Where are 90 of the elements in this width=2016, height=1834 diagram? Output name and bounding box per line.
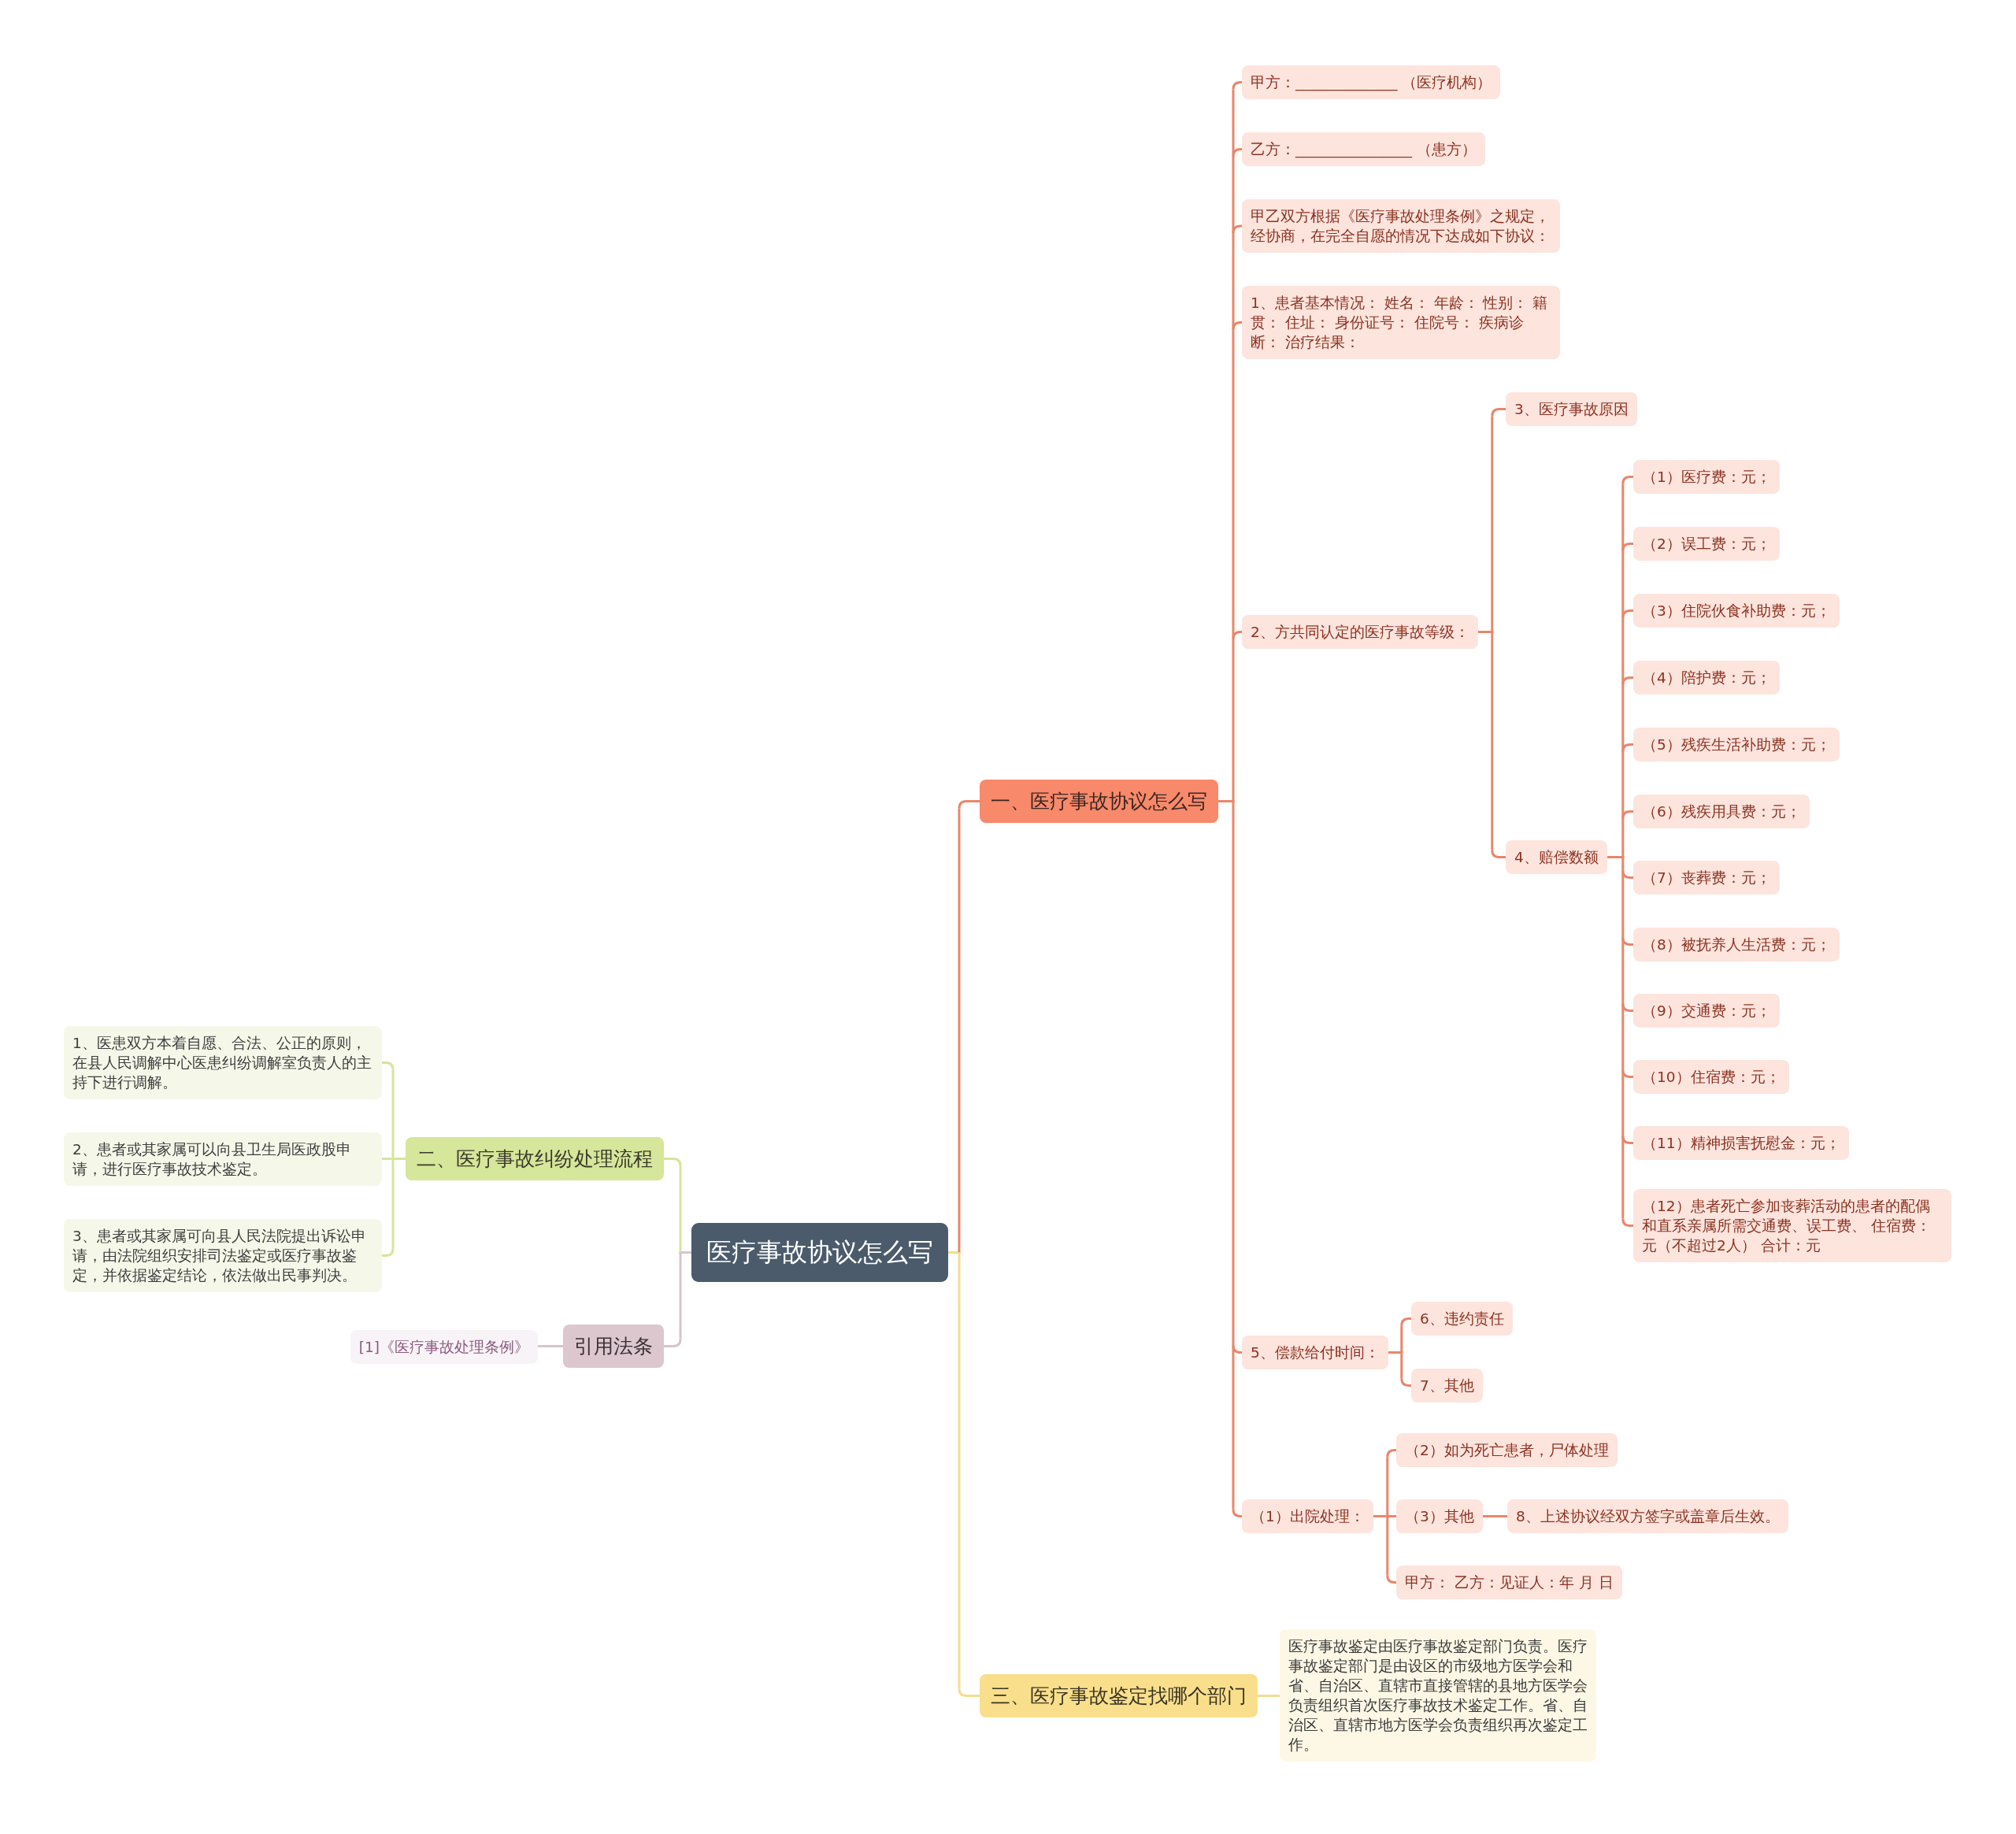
- connector-line: [1232, 1345, 1242, 1354]
- subtopic-box: 2、方共同认定的医疗事故等级：: [1242, 615, 1478, 649]
- connector-line: [1386, 1575, 1396, 1584]
- subtopic-box: （12）患者死亡参加丧葬活动的患者的配偶和直系亲属所需交通费、误工费、 住宿费：元（不超过2人） 合计：元: [1633, 1189, 1951, 1262]
- connector-line: [1491, 408, 1506, 417]
- connector-line: [679, 1252, 682, 1339]
- connector-line: [1400, 1325, 1403, 1353]
- connector-line: [1232, 321, 1242, 330]
- subtopic-box: （5）残疾生活补助费：元；: [1633, 728, 1840, 761]
- connector-line: [1621, 484, 1625, 858]
- connector-line: [1232, 89, 1235, 802]
- connector-line: [382, 1158, 393, 1160]
- subtopic-box: （3）住院伙食补助费：元；: [1633, 594, 1840, 628]
- connector-line: [391, 1158, 395, 1249]
- subtopic-box: 甲乙双方根据《医疗事故处理条例》之规定，经协商，在完全自愿的情况下达成如下协议：: [1242, 199, 1560, 253]
- subtopic-box: 1、医患双方本着自愿、合法、公正的原则，在县人民调解中心医患纠纷调解室负责人的主持下进行调解。: [64, 1026, 382, 1099]
- connector-line: [679, 1165, 682, 1253]
- branch-topic-box: 引用法条: [563, 1325, 664, 1368]
- connector-line: [1232, 224, 1242, 234]
- subtopic-box: 3、医疗事故原因: [1506, 392, 1637, 426]
- subtopic-box: （11）精神损害抚慰金：元；: [1633, 1126, 1849, 1160]
- connector-line: [538, 1345, 563, 1347]
- branch-topic-box: 一、医疗事故协议怎么写: [980, 780, 1218, 823]
- connector-line: [1232, 801, 1235, 1510]
- connector-line: [1621, 857, 1625, 1219]
- connector-line: [1491, 416, 1494, 632]
- subtopic-box: 1、患者基本情况： 姓名： 年龄： 性别： 籍贯： 住址： 身份证号： 住院号： 疾病诊断： 治疗结果：: [1242, 286, 1560, 359]
- branch-topic-box: 三、医疗事故鉴定找哪个部门: [980, 1674, 1258, 1717]
- connector-line: [1232, 631, 1242, 639]
- subtopic-box: （7）丧葬费：元；: [1633, 861, 1780, 895]
- connector-line: [1218, 800, 1235, 802]
- subtopic-box: （2）误工费：元；: [1633, 527, 1780, 561]
- connector-line: [1232, 148, 1242, 157]
- connector-line: [1621, 609, 1633, 618]
- connector-line: [1621, 476, 1633, 484]
- connector-line: [382, 1248, 395, 1257]
- connector-line: [1232, 81, 1242, 90]
- connector-line: [1386, 1449, 1396, 1458]
- subtopic-box: 2、患者或其家属可以向县卫生局医政股申请，进行医疗事故技术鉴定。: [64, 1132, 382, 1186]
- connector-line: [1400, 1378, 1411, 1387]
- connector-line: [1621, 870, 1633, 879]
- connector-line: [664, 1339, 682, 1347]
- connector-line: [1621, 1218, 1633, 1227]
- subtopic-box: 甲方： 乙方：见证人：年 月 日: [1396, 1565, 1622, 1599]
- subtopic-box: （9）交通费：元；: [1633, 994, 1780, 1028]
- subtopic-box: 3、患者或其家属可向县人民法院提出诉讼申请，由法院组织安排司法鉴定或医疗事故鉴定，并依据鉴定结论，依法做出民事判决。: [64, 1219, 382, 1292]
- connector-line: [1621, 743, 1633, 752]
- subtopic-box: （1）出院处理：: [1242, 1499, 1373, 1533]
- connector-line: [391, 1069, 395, 1159]
- subtopic-box: 4、赔偿数额: [1506, 840, 1607, 874]
- connector-line: [1491, 632, 1494, 850]
- connector-line: [1621, 676, 1633, 685]
- connector-line: [1386, 1457, 1389, 1517]
- connector-line: [958, 1252, 961, 1689]
- connector-line: [1621, 1003, 1633, 1012]
- subtopic-box: 5、偿款给付时间：: [1242, 1336, 1388, 1369]
- subtopic-box: 医疗事故鉴定由医疗事故鉴定部门负责。医疗事故鉴定部门是由设区的市级地方医学会和省、自治区、直辖市直接管辖的县地方医学会负责组织首次医疗事故技术鉴定工作。省、自治区、直辖市地方医学会负责组织再次鉴定工作。: [1280, 1629, 1596, 1762]
- connector-line: [1621, 1136, 1633, 1144]
- connector-line: [958, 808, 961, 1253]
- connector-line: [1621, 937, 1633, 946]
- connector-line: [1400, 1352, 1403, 1379]
- subtopic-box: （8）被抚养人生活费：元；: [1633, 928, 1840, 961]
- connector-line: [1258, 1695, 1280, 1697]
- connector-line: [1386, 1516, 1389, 1576]
- connector-line: [664, 1158, 682, 1166]
- connector-line: [1621, 810, 1633, 819]
- subtopic-box: 6、违约责任: [1411, 1302, 1513, 1336]
- subtopic-box: （1）医疗费：元；: [1633, 460, 1780, 494]
- subtopic-box: （6）残疾用具费：元；: [1633, 795, 1810, 828]
- connector-line: [382, 1061, 395, 1070]
- connector-line: [1232, 1509, 1242, 1517]
- subtopic-box: （2）如为死亡患者，尸体处理: [1396, 1433, 1618, 1467]
- connector-line: [1491, 850, 1506, 858]
- subtopic-box: 7、其他: [1411, 1369, 1483, 1402]
- connector-line: [1400, 1317, 1411, 1326]
- connector-line: [1482, 1515, 1507, 1517]
- subtopic-box: [1]《医疗事故处理条例》: [350, 1330, 538, 1364]
- subtopic-box: （10）住宿费：元；: [1633, 1060, 1789, 1094]
- connector-line: [958, 800, 980, 809]
- connector-line: [1621, 1069, 1633, 1078]
- connector-line: [1621, 543, 1633, 551]
- subtopic-box: 8、上述协议经双方签字或盖章后生效。: [1507, 1499, 1788, 1533]
- connector-line: [1387, 1515, 1396, 1517]
- branch-topic-box: 二、医疗事故纠纷处理流程: [406, 1137, 664, 1180]
- subtopic-box: 甲方：______________ （医疗机构）: [1242, 65, 1501, 99]
- central-topic-box: 医疗事故协议怎么写: [691, 1223, 948, 1282]
- subtopic-box: （3）其他: [1396, 1499, 1483, 1533]
- subtopic-box: （4）陪护费：元；: [1633, 661, 1780, 695]
- subtopic-box: 乙方：________________ （患方）: [1242, 132, 1485, 166]
- connector-line: [958, 1688, 980, 1697]
